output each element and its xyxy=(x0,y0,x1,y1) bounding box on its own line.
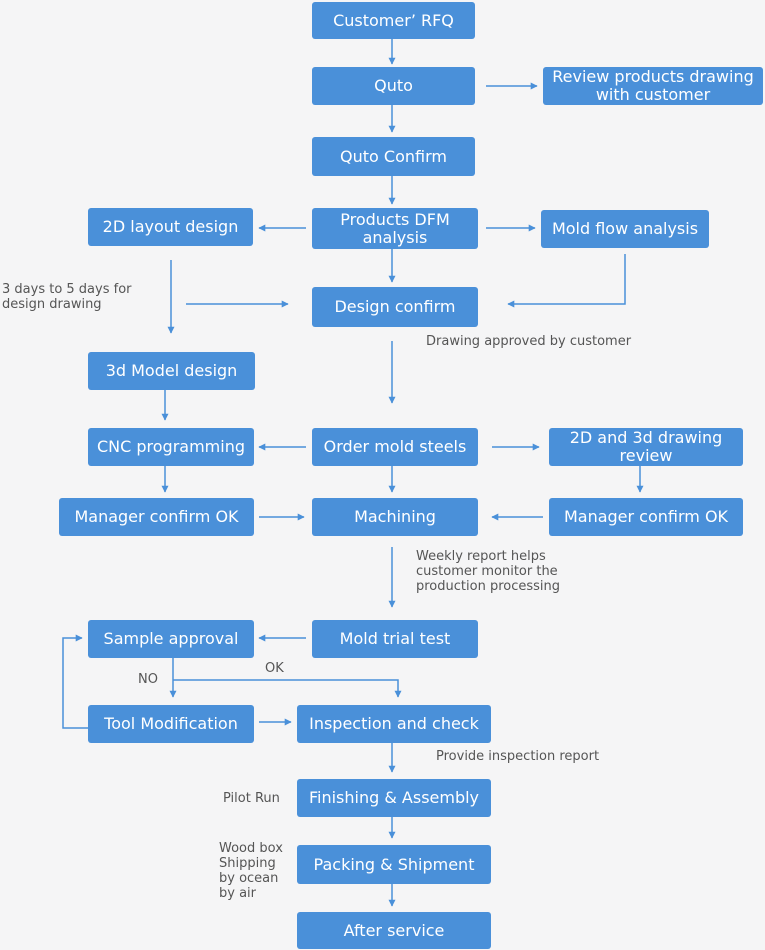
sample-approval-box: Sample approval xyxy=(88,620,254,658)
arrow-tool-mod-loop-to-sample xyxy=(62,634,88,729)
manager-confirm-left-box: Manager confirm OK xyxy=(59,498,254,536)
mold-trial-test-box: Mold trial test xyxy=(312,620,478,658)
review-drawing-box: Review products drawing with customer xyxy=(543,67,763,105)
order-mold-steels-box: Order mold steels xyxy=(312,428,478,466)
mold-flow-analysis-box: Mold flow analysis xyxy=(541,210,709,248)
quto-box: Quto xyxy=(312,67,475,105)
pilot-run-note: Pilot Run xyxy=(223,791,280,806)
cnc-programming-box: CNC programming xyxy=(88,428,254,466)
quto-confirm-box: Quto Confirm xyxy=(312,137,475,176)
arrow-mold-flow-to-design-confirm xyxy=(507,254,626,308)
customer-rfq-box: Customer’ RFQ xyxy=(312,2,475,39)
tool-modification-box: Tool Modification xyxy=(88,705,254,743)
shipping-note: Wood box Shipping by ocean by air xyxy=(219,841,283,901)
after-service-box: After service xyxy=(297,912,491,949)
manager-confirm-right-box: Manager confirm OK xyxy=(549,498,743,536)
drawing-approved-note: Drawing approved by customer xyxy=(426,334,632,349)
weekly-report-note: Weekly report helps customer monitor the… xyxy=(416,549,560,594)
ok-label: OK xyxy=(265,661,284,676)
drawing-review-box: 2D and 3d drawing review xyxy=(549,428,743,466)
machining-box: Machining xyxy=(312,498,478,536)
no-label: NO xyxy=(138,672,158,687)
design-days-note: 3 days to 5 days for design drawing xyxy=(2,282,132,312)
inspection-report-note: Provide inspection report xyxy=(436,749,600,764)
inspection-check-box: Inspection and check xyxy=(297,705,491,743)
2d-layout-design-box: 2D layout design xyxy=(88,208,253,246)
design-confirm-box: Design confirm xyxy=(312,287,478,327)
packing-shipment-box: Packing & Shipment xyxy=(297,845,491,884)
products-dfm-box: Products DFM analysis xyxy=(312,208,478,249)
3d-model-design-box: 3d Model design xyxy=(88,352,255,390)
arrow-sample-ok-to-inspection xyxy=(173,679,402,698)
finishing-assembly-box: Finishing & Assembly xyxy=(297,779,491,817)
